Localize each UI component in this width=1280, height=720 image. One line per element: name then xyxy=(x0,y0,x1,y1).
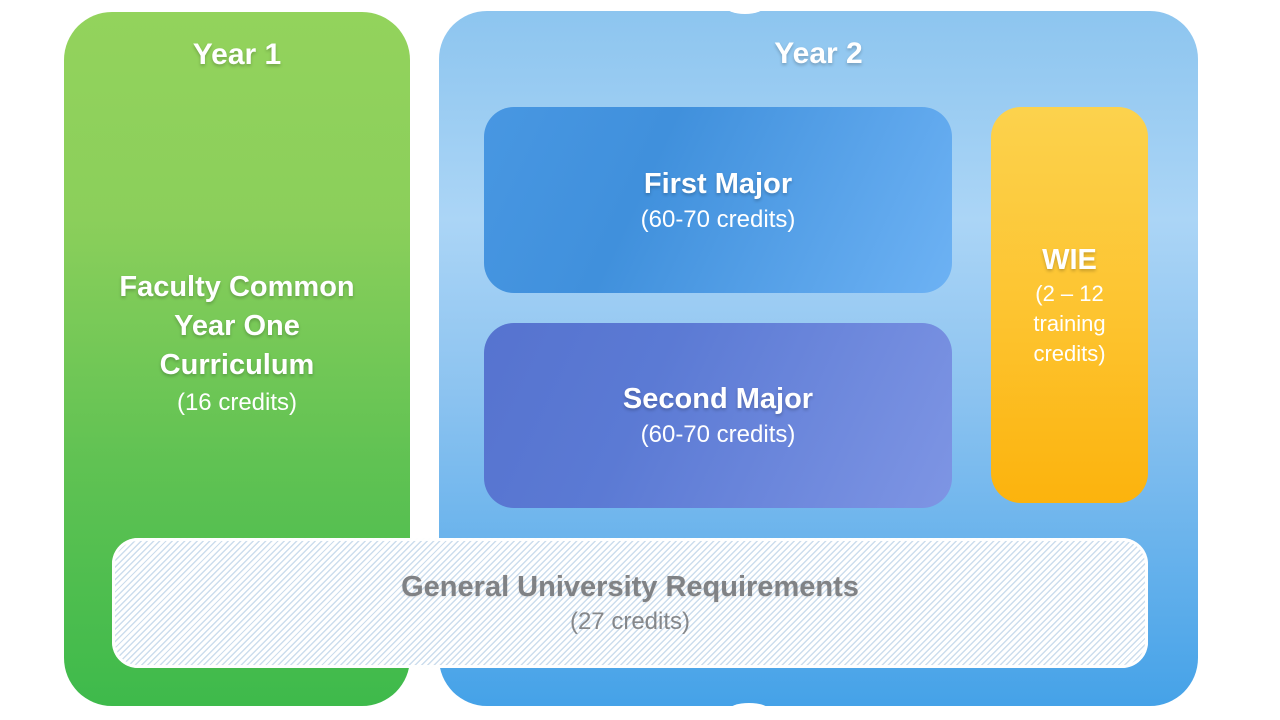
wie-detail-line: credits) xyxy=(1033,341,1106,366)
gur-credits: (27 credits) xyxy=(569,608,691,635)
second-major-title: Second Major xyxy=(622,383,814,415)
second-major-credits: (60-70 credits) xyxy=(640,421,796,448)
second-major-box: Second Major (60-70 credits) xyxy=(484,323,952,508)
first-major-box: First Major (60-70 credits) xyxy=(484,107,952,293)
gur-box: General University Requirements (27 cred… xyxy=(112,538,1148,668)
year1-title: Year 1 xyxy=(192,38,282,71)
year1-credits: (16 credits) xyxy=(176,389,298,416)
bottom-edge-notch xyxy=(729,703,769,717)
wie-detail-line: (2 – 12 xyxy=(1035,281,1104,306)
wie-detail-line: training xyxy=(1033,311,1106,336)
first-major-credits: (60-70 credits) xyxy=(640,205,796,233)
top-edge-notch xyxy=(725,0,765,14)
gur-title: General University Requirements xyxy=(401,571,859,603)
year2-title: Year 2 xyxy=(774,37,863,70)
wie-title: WIE xyxy=(1042,244,1097,276)
first-major-title: First Major xyxy=(643,167,793,200)
wie-box: WIE (2 – 12 training credits) xyxy=(991,107,1148,503)
year1-body-line: Curriculum xyxy=(159,349,315,381)
year1-body-line: Faculty Common xyxy=(119,271,355,303)
year1-body-line: Year One xyxy=(174,310,300,342)
year1-body: Faculty Common Year One Curriculum (16 c… xyxy=(64,268,410,421)
